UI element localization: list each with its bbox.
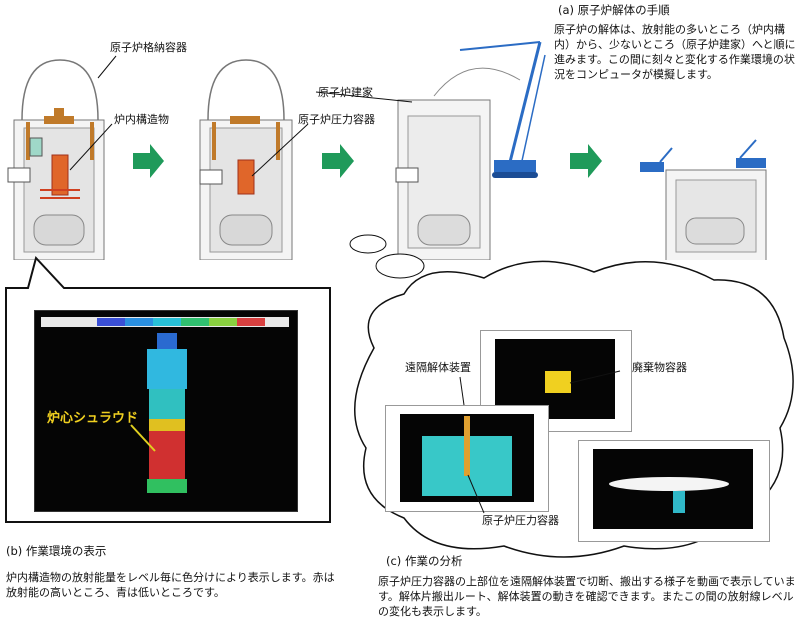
reactor-dismantling-stages — [7, 41, 767, 260]
radiation-display-screen: 炉心シュラウド — [34, 310, 298, 512]
label-containment: 原子炉格納容器 — [110, 41, 187, 54]
stage-3-building — [395, 67, 521, 260]
section-c-description: 原子炉圧力容器の上部位を遠隔解体装置で切断、搬出する様子を動画で表示しています。… — [378, 575, 796, 618]
analysis-frame-right — [578, 440, 770, 542]
section-a-title: (a) 原子炉解体の手順 — [558, 3, 670, 17]
label-remote-device: 遠隔解体装置 — [405, 361, 471, 374]
label-pressure-vessel-a: 原子炉圧力容器 — [298, 113, 375, 126]
label-internals: 炉内構造物 — [114, 113, 169, 126]
stage-arrow-1 — [133, 144, 164, 178]
section-b-title: (b) 作業環境の表示 — [6, 544, 107, 558]
color-legend-bar — [41, 317, 289, 327]
stage-2-reactor — [199, 59, 293, 260]
label-core-shroud: 炉心シュラウド — [47, 411, 139, 426]
section-c-title: (c) 作業の分析 — [386, 554, 463, 568]
label-waste-container: 廃棄物容器 — [632, 361, 687, 374]
shroud-model — [130, 333, 187, 493]
stage-1-reactor — [7, 59, 105, 260]
crane-icon — [459, 41, 546, 178]
label-pressure-vessel-c: 原子炉圧力容器 — [482, 514, 559, 527]
stage-arrow-2 — [322, 144, 354, 178]
label-building: 原子炉建家 — [318, 86, 373, 99]
stage-4-site — [640, 139, 767, 260]
stage-arrow-3 — [570, 144, 602, 178]
section-b-description: 炉内構造物の放射能量をレベル毎に色分けにより表示します。赤は放射能の高いところ、… — [6, 571, 335, 599]
section-a-description: 原子炉の解体は、放射能の多いところ（炉内構内）から、少ないところ（原子炉建家）へ… — [554, 23, 796, 81]
analysis-frame-main — [385, 405, 549, 512]
